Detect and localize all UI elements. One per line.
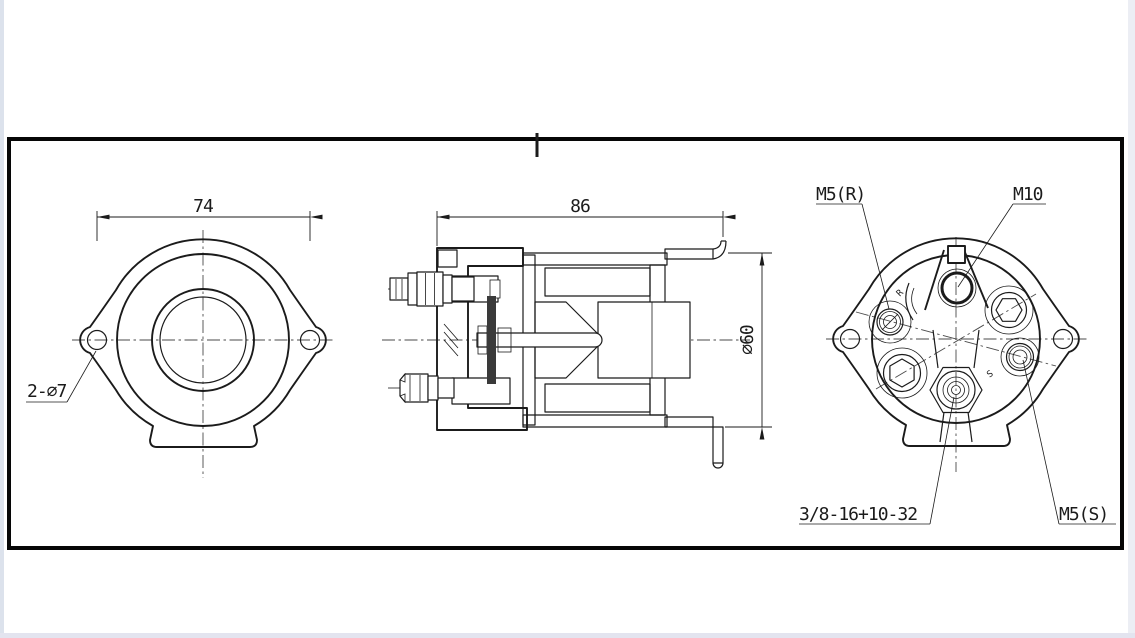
rear-diagonal-centerline-rs	[855, 311, 1057, 367]
front-holes-label: 2-∅7	[27, 381, 67, 402]
right-edge-strip	[1128, 0, 1135, 638]
section-bottom-bolt	[399, 372, 455, 404]
section-lower-contact	[451, 377, 511, 405]
rear-view: R S M5(R) M10 3/8-16+10-32 M5(S)	[799, 184, 1116, 525]
section-contact-disc	[487, 296, 496, 384]
rear-terminal-m5s	[1000, 337, 1040, 377]
drawing-frame	[7, 137, 1124, 550]
rear-mark-s: S	[985, 369, 995, 380]
front-mounting-hole-right	[299, 329, 321, 351]
rear-callout-m5r: M5(R)	[816, 184, 890, 310]
section-shell-bottom	[522, 414, 668, 428]
rear-mold-crescent	[905, 282, 914, 321]
section-cap-notch	[437, 249, 458, 268]
rear-callout-m5s: M5(S)	[1022, 359, 1116, 525]
bottom-edge-strip	[0, 633, 1135, 638]
rear-terminal-stud	[929, 329, 983, 443]
section-plunger-shaft	[476, 332, 603, 348]
rear-mark-r: R	[895, 288, 906, 299]
rear-diagonal-centerline-hex	[875, 293, 1037, 390]
section-top-bolt	[389, 271, 475, 307]
section-length-dim-text: 86	[570, 196, 590, 217]
section-pole	[597, 301, 691, 379]
front-view: 74 2-∅7	[26, 196, 334, 478]
rear-terminal-m10	[924, 245, 989, 311]
rear-label-m10: M10	[1013, 184, 1043, 205]
front-holes-leader	[66, 350, 97, 403]
section-coil-bottom	[544, 383, 651, 413]
rear-callout-stud: 3/8-16+10-32	[799, 396, 955, 525]
section-diameter-dimension: ∅60	[725, 252, 772, 440]
front-bore-circle	[159, 296, 247, 384]
section-flange-leg	[712, 426, 724, 464]
front-boss-circle	[151, 288, 255, 392]
section-nut	[497, 327, 512, 353]
rear-m10-key-tab	[947, 245, 966, 264]
section-diameter-dim-text: ∅60	[737, 325, 758, 355]
front-mounting-hole-left	[86, 329, 108, 351]
section-backwall-bottom	[649, 375, 666, 416]
rear-mounting-hole-left	[839, 328, 861, 350]
section-coil-top	[544, 267, 651, 297]
section-flange-bottom	[664, 416, 714, 428]
rear-terminal-hex-left	[876, 347, 928, 399]
front-body-circle	[116, 253, 290, 427]
section-flange-top	[664, 248, 714, 260]
rear-label-m5s: M5(S)	[1059, 504, 1108, 525]
front-width-dim-text: 74	[193, 196, 213, 217]
rear-label-m5r: M5(R)	[816, 184, 865, 205]
rear-callout-m10: M10	[957, 184, 1046, 288]
rear-mounting-hole-right	[1052, 328, 1074, 350]
section-return-spring	[443, 323, 459, 357]
section-length-dimension: 86	[436, 196, 736, 246]
rear-terminal-m5r	[868, 300, 912, 344]
section-view: 86 ∅60	[382, 196, 772, 469]
section-shell-top	[522, 252, 668, 266]
front-width-dimension: 74	[96, 196, 323, 241]
left-edge-strip	[0, 0, 4, 638]
rear-terminal-hex-right	[984, 285, 1034, 335]
front-holes-callout: 2-∅7	[26, 350, 97, 403]
rear-label-stud: 3/8-16+10-32	[799, 504, 917, 525]
section-backwall-top	[649, 264, 666, 305]
